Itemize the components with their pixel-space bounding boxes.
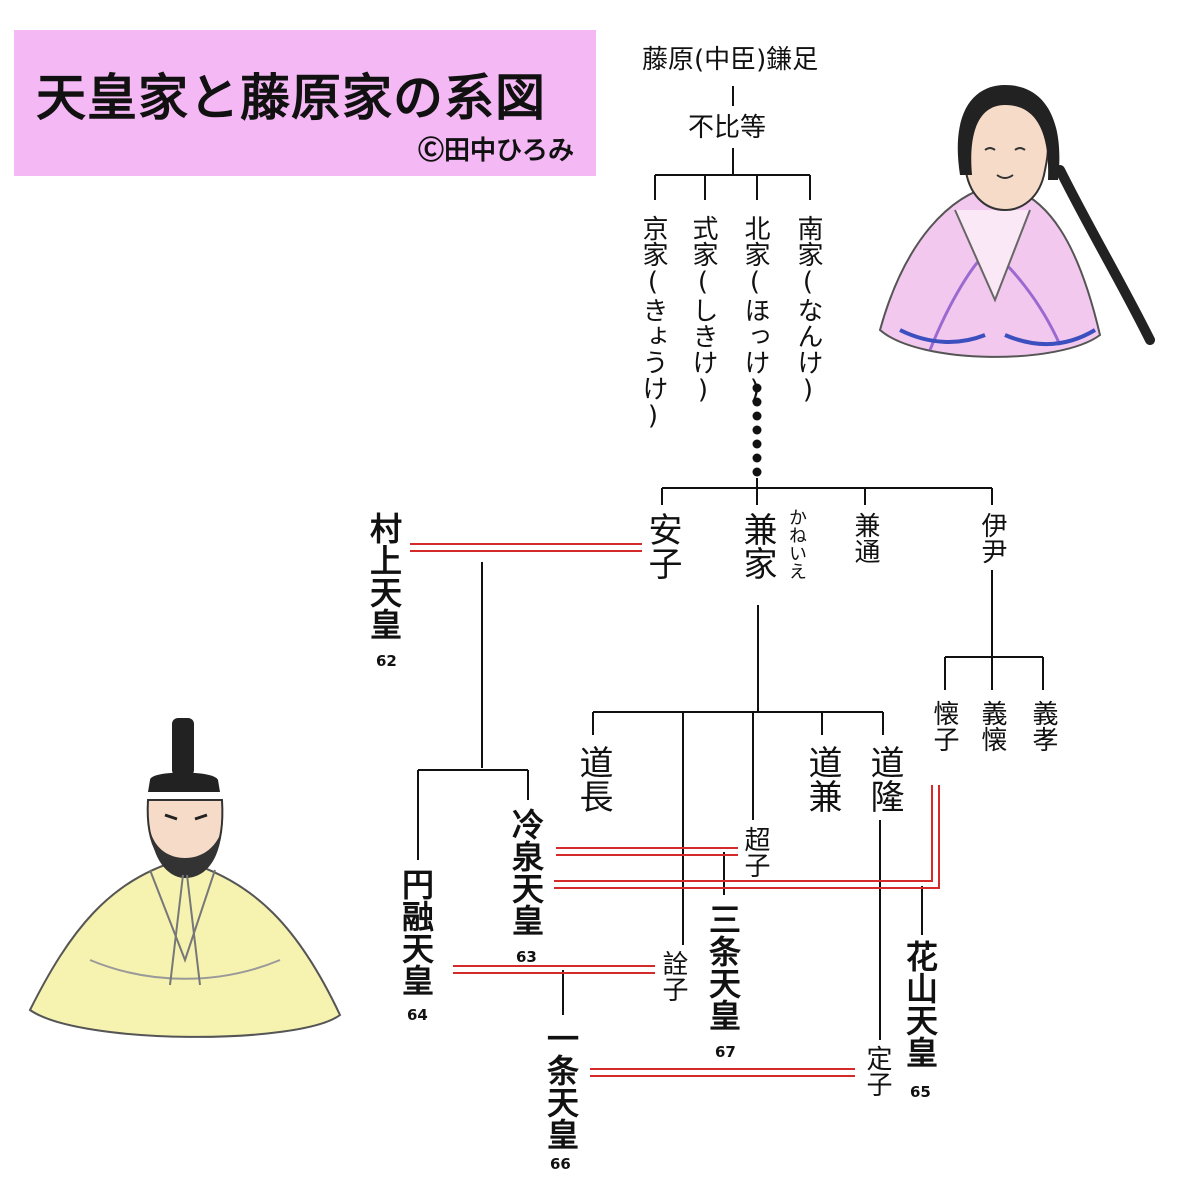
label-yasuko: 安子 xyxy=(642,512,682,580)
label-senshi: 詮子 xyxy=(658,950,688,1002)
label-emperor-reizei: 冷泉天皇 xyxy=(507,808,545,936)
descent-dots xyxy=(752,383,762,477)
lineage-lines xyxy=(417,86,1044,1040)
label-house-hokke: 北家(ほっけ) xyxy=(740,215,770,405)
emperor-number-enyu: 64 xyxy=(407,1006,428,1024)
emperor-number-sanjo: 67 xyxy=(715,1043,736,1061)
label-emperor-kazan: 花山天皇 xyxy=(901,940,939,1068)
marriage-lines xyxy=(410,543,940,1077)
emperor-number-ichijo: 66 xyxy=(550,1155,571,1173)
label-fuhito: 不比等 xyxy=(688,113,767,143)
label-yoshichika: 義懐 xyxy=(977,700,1007,752)
label-michinaga: 道長 xyxy=(573,745,613,813)
label-michikane: 道兼 xyxy=(802,745,842,813)
emperor-number-kazan: 65 xyxy=(910,1083,931,1101)
label-michitaka: 道隆 xyxy=(864,745,904,813)
label-kanemichi: 兼通 xyxy=(850,512,880,564)
emperor-illustration xyxy=(28,718,342,1038)
diagram-title: 天皇家と藤原家の系図 xyxy=(36,69,546,127)
emperor-number-reizei: 63 xyxy=(516,948,537,966)
label-kaishi: 懐子 xyxy=(929,700,959,752)
label-emperor-enyu: 円融天皇 xyxy=(397,868,435,996)
title-box: 天皇家と藤原家の系図 Ⓒ田中ひろみ xyxy=(14,30,596,176)
label-kamatari: 藤原(中臣)鎌足 xyxy=(642,45,819,75)
label-emperor-murakami: 村上天皇 xyxy=(365,512,403,640)
label-house-shikike: 式家(しきけ) xyxy=(688,215,718,405)
emperor-number-murakami: 62 xyxy=(376,652,397,670)
label-emperor-sanjo: 三条天皇 xyxy=(704,903,742,1031)
label-yoshitaka: 義孝 xyxy=(1028,700,1058,752)
credit-text: Ⓒ田中ひろみ xyxy=(417,136,574,166)
label-emperor-ichijo: 一条天皇 xyxy=(542,1022,580,1150)
label-house-kyoke: 京家(きょうけ) xyxy=(638,215,668,431)
label-kaneie: 兼家 xyxy=(737,512,777,580)
label-teishi: 定子 xyxy=(862,1045,892,1097)
label-koretada: 伊尹 xyxy=(977,512,1007,564)
label-house-nanke: 南家(なんけ) xyxy=(793,215,823,405)
label-kaneie-reading: かねいえ xyxy=(786,508,807,580)
label-choushi: 超子 xyxy=(740,826,770,878)
court-lady-illustration xyxy=(878,85,1155,358)
